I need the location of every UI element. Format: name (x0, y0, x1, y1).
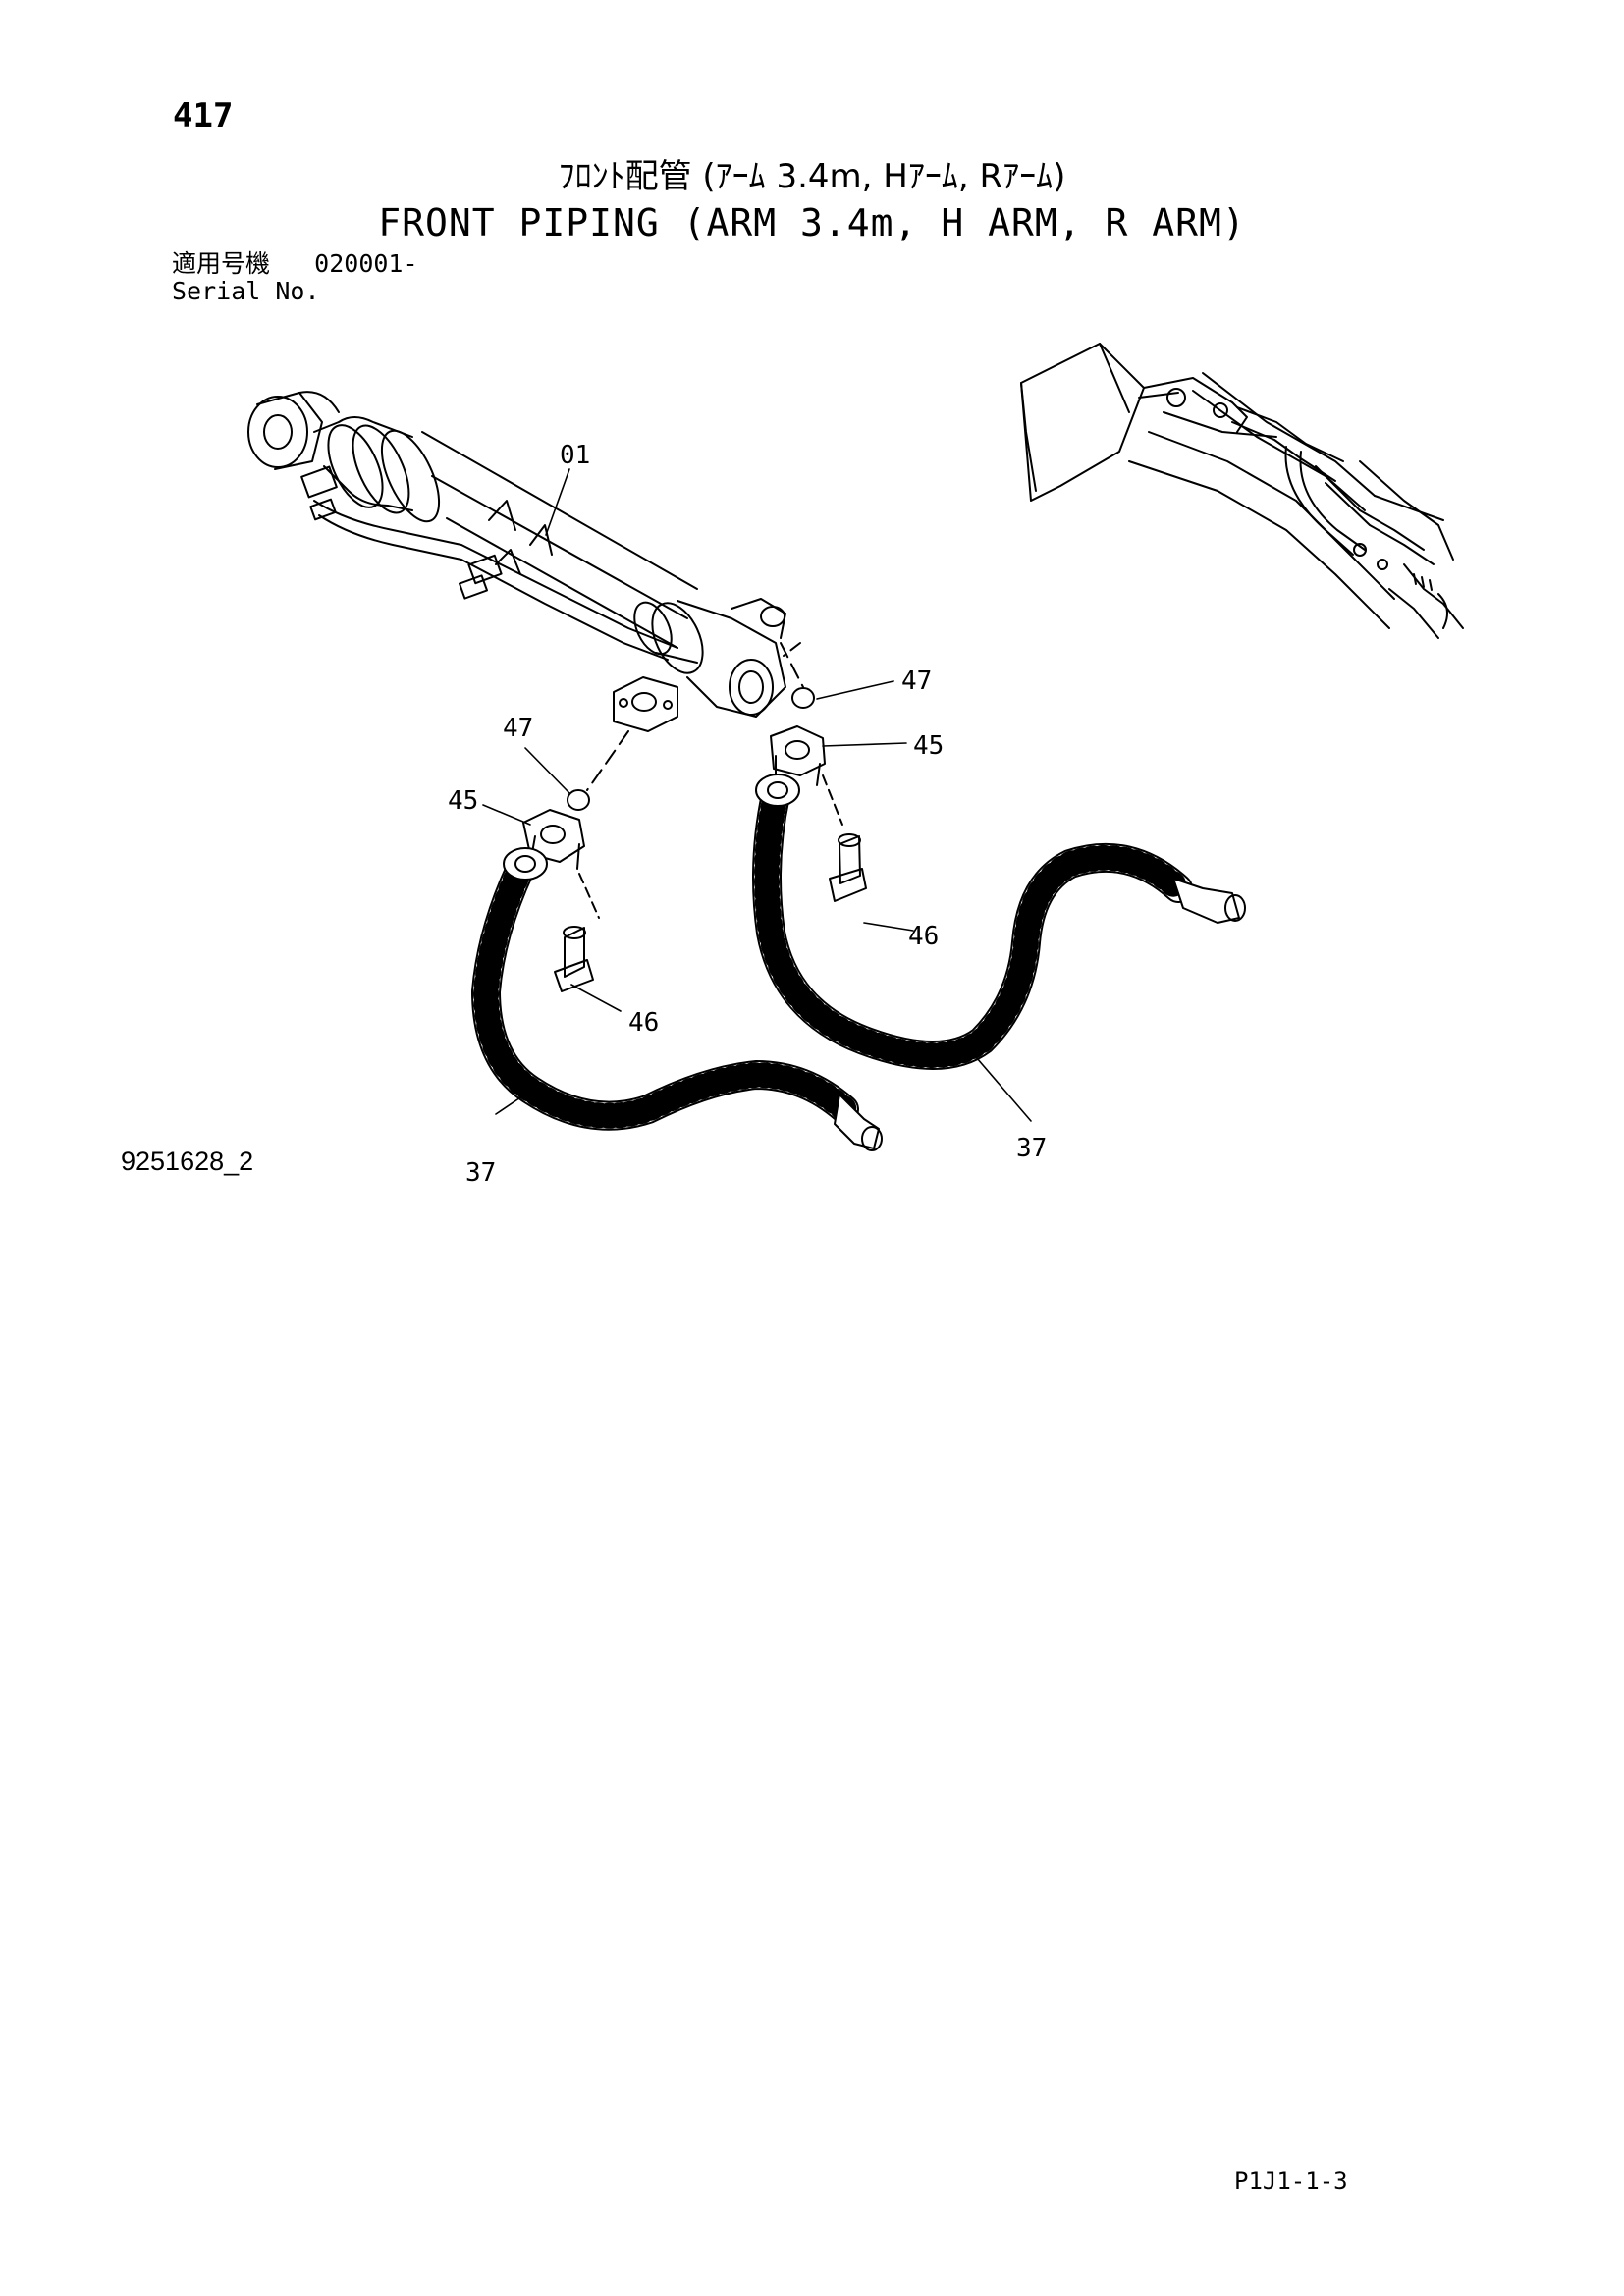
parts-diagram: 01 47 45 47 45 46 46 37 37 (247, 343, 1464, 1188)
part-46-bolts (554, 774, 867, 992)
inset-arm-overview (1020, 343, 1464, 639)
callout-47-left: 47 (503, 714, 533, 743)
callout-46-left: 46 (628, 1008, 659, 1038)
part-37-hoses (471, 774, 1246, 1151)
part-47-o-rings (567, 642, 815, 811)
serial-label-en: Serial No. (172, 277, 320, 305)
callout-45-left: 45 (448, 786, 478, 816)
page-number: 417 (173, 96, 234, 135)
callout-47-right: 47 (901, 667, 932, 696)
page-title-japanese: ﾌﾛﾝﾄ配管 (ｱｰﾑ 3.4m, Hｱｰﾑ, Rｱｰﾑ) (558, 157, 1066, 196)
page-title-english: FRONT PIPING (ARM 3.4m, H ARM, R ARM) (378, 201, 1246, 244)
drawing-number: 9251628_2 (121, 1147, 254, 1176)
callout-46-right: 46 (908, 922, 939, 951)
serial-value: 020001- (314, 249, 418, 278)
callout-45-right: 45 (913, 731, 944, 761)
leader-lines (482, 468, 1032, 1122)
callout-01: 01 (560, 441, 590, 470)
serial-info: 適用号機 020001- Serial No. (172, 250, 418, 305)
callout-37-right: 37 (1016, 1134, 1047, 1163)
callout-37-left: 37 (465, 1158, 496, 1188)
serial-label-jp: 適用号機 (172, 249, 271, 278)
callout-labels: 01 47 45 47 45 46 46 37 37 (448, 441, 1047, 1188)
page-code: P1J1-1-3 (1234, 2167, 1348, 2195)
part-01-cylinder (247, 391, 786, 732)
